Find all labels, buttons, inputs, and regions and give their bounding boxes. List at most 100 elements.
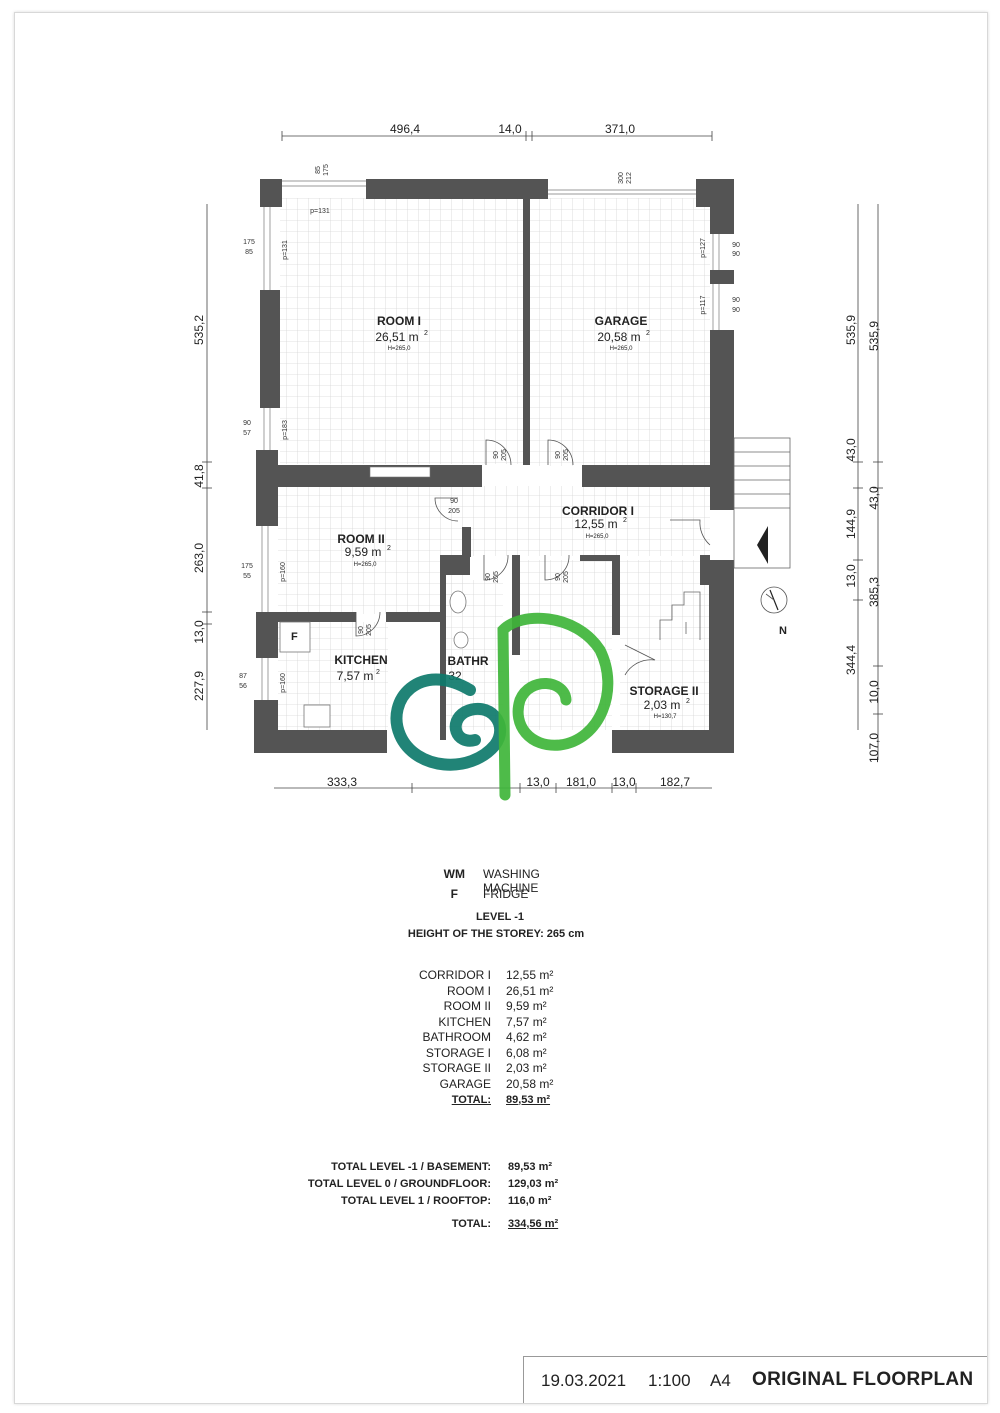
grand-total-label: TOTAL: [451,1218,491,1230]
level-total-name: TOTAL LEVEL 1 / ROOFTOP: [341,1195,491,1207]
fridge-mark: F [291,631,298,643]
dim-bottom-2: 13,0 [526,775,550,789]
room-height-garage: H=265,0 [610,346,634,352]
opening-note: 90 [485,573,492,581]
dim-right-b-4: 10,0 [867,680,881,704]
title-name: ORIGINAL FLOORPLAN [752,1369,974,1390]
opening-note: 90 [555,573,562,581]
room-row-name: KITCHEN [438,1014,491,1029]
opening-note: 90 [493,451,500,459]
dim-right-b-2: 43,0 [867,486,881,510]
room-row-name: BATHROOM [422,1030,491,1044]
room-row-name: ROOM II [443,999,491,1013]
opening-note: 90 [732,251,740,258]
opening-note: 300 [618,172,625,184]
opening-note: 205 [563,571,570,583]
room-row-area: 6,08 m² [506,1045,547,1060]
dim-left-2: 41,8 [192,464,206,488]
dim-right-b-3: 385,3 [867,577,881,607]
opening-note: 55 [243,573,251,580]
svg-text:2: 2 [387,545,391,552]
opening-note: 90 [732,242,740,249]
dim-right-a-3: 144,9 [844,509,858,539]
opening-note: 90 [732,297,740,304]
room-row-area: 26,51 m² [506,983,554,998]
level-total-area: 129,03 m² [508,1178,559,1190]
dim-right-a-1: 535,9 [844,315,858,345]
svg-text:2: 2 [623,517,627,524]
north-arrow-icon [760,586,788,614]
room-label-storage-ii: STORAGE II [629,684,698,698]
opening-note: 205 [448,508,460,515]
storey-height: HEIGHT OF THE STOREY: 265 cm [407,928,585,940]
dim-bottom-1: 333,3 [327,775,357,789]
svg-text:2: 2 [376,669,380,676]
opening-note: 90 [450,498,458,505]
levels-total-table: TOTAL LEVEL -1 / BASEMENT: 89,53 m² TOTA… [240,1159,600,1239]
dim-left-5: 227,9 [192,671,206,701]
dimension-lines [202,131,883,793]
level-total-name: TOTAL LEVEL 0 / GROUNDFLOOR: [307,1178,491,1190]
opening-note: 175 [241,563,253,570]
opening-note: p=131 [310,208,330,215]
room-row-name: GARAGE [439,1076,491,1091]
room-row-name: STORAGE I [425,1045,491,1060]
opening-note: p=160 [280,562,287,582]
fixtures [279,590,469,728]
opening-note: 205 [501,449,508,461]
room-label-corridor-i: CORRIDOR I [562,504,634,518]
dim-bottom-4: 13,0 [612,775,636,789]
opening-note: 90 [243,420,251,427]
dimension-texts: 496,4 14,0 371,0 333,3 13,0 181,0 13,0 1… [192,122,881,789]
entrance-arrow-icon [757,526,768,564]
room-row-area: 7,57 m² [506,1014,547,1029]
level-title: LEVEL -1 [475,911,525,923]
room-row-area: 9,59 m² [506,999,547,1013]
opening-note: 57 [243,430,251,437]
room-label-bathroom: BATHR [447,654,488,668]
opening-note: p=117 [700,295,707,314]
dim-top-3: 371,0 [605,122,635,136]
dim-right-b-1: 535,9 [867,321,881,351]
opening-note: 85 [245,249,253,256]
legend-label-wm: WASHING MACHINE [483,867,540,895]
title-scale: 1:100 [648,1371,691,1390]
dim-right-b-5: 107,0 [867,733,881,763]
dim-left-3: 263,0 [192,543,206,573]
opening-note: 85 [315,166,322,174]
level-total-name: TOTAL LEVEL -1 / BASEMENT: [331,1161,491,1173]
opening-note: 205 [493,571,500,583]
room-area-room-ii: 9,59 m [345,545,382,559]
legend-key-wm: WM [443,867,465,881]
dim-top-1: 496,4 [390,122,420,136]
room-area-storage-ii: 2,03 m [644,698,681,712]
rooms-total-area: 89,53 m² [506,1093,551,1106]
room-row-name: STORAGE II [422,1061,491,1075]
watermark-logo [390,612,614,801]
floor-plan: F ROOM I 26,51 m H=265,0 GARAGE 20,58 m … [192,122,883,801]
staircase [659,437,791,640]
opening-note: 90 [732,307,740,314]
dim-left-1: 535,2 [192,315,206,345]
room-area-room-i: 26,51 m [375,330,418,344]
title-date: 19.03.2021 [541,1371,627,1390]
room-row-name: CORRIDOR I [419,968,491,982]
dim-right-a-4: 13,0 [844,564,858,588]
opening-annotations: 85 175 300 212 p=131 175 85 p=131 90 90 … [239,164,740,693]
dim-left-4: 13,0 [192,620,206,644]
svg-text:2: 2 [424,330,428,337]
legend-label-f: FRIDGE [483,887,529,901]
svg-text:2: 2 [686,698,690,705]
opening-note: 175 [243,239,255,246]
title-paper: A4 [710,1371,731,1390]
opening-note: p=127 [700,238,707,258]
room-height-room-i: H=265,0 [388,346,412,352]
room-row-area: 4,62 m² [506,1030,547,1044]
grand-total-area: 334,56 m² [508,1218,559,1230]
room-area-kitchen: 7,57 m [337,669,374,683]
room-label-room-i: ROOM I [377,314,421,328]
opening-note: 212 [626,172,633,184]
level-total-area: 116,0 m² [508,1195,552,1207]
floor-grid [278,198,710,730]
room-row-area: 20,58 m² [506,1076,554,1091]
